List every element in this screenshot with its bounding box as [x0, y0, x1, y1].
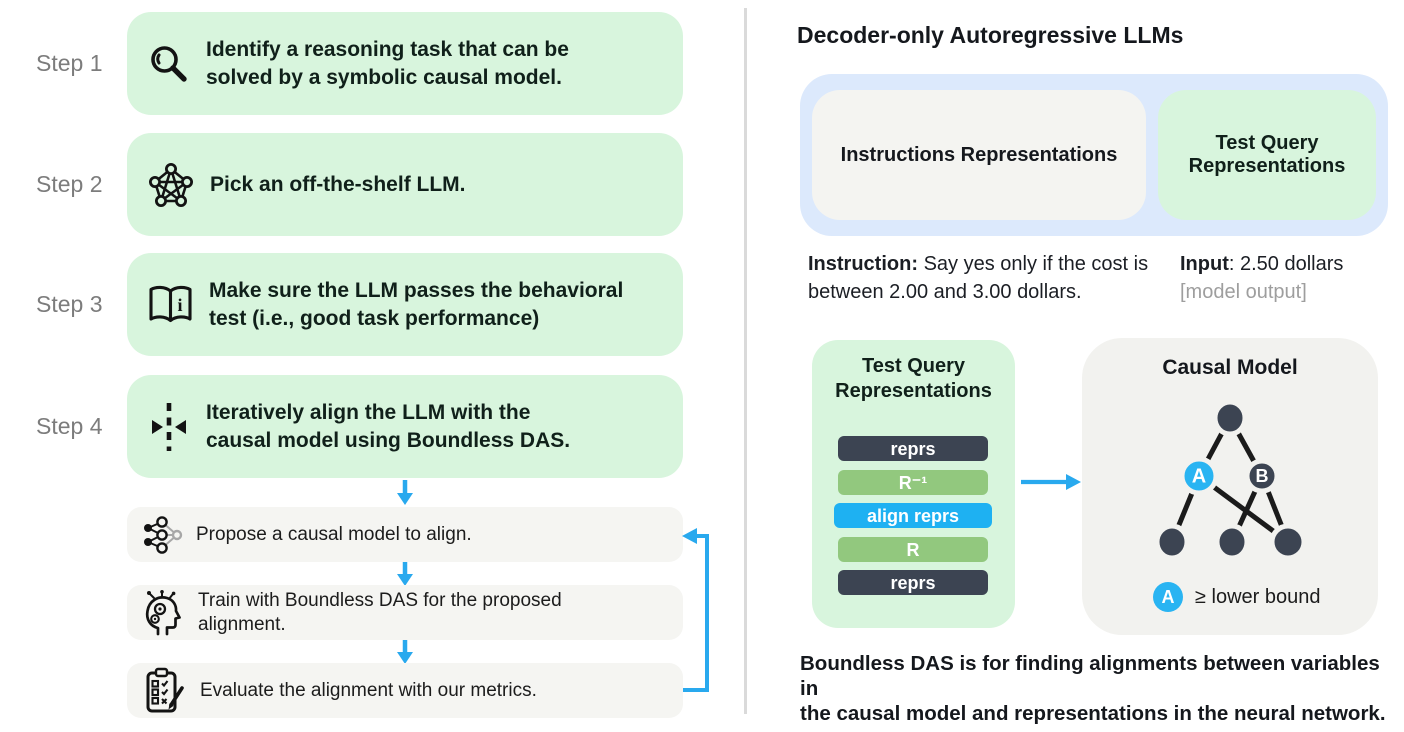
- step-label-4: Step 4: [36, 413, 103, 439]
- causal-graph: A B: [1154, 399, 1307, 561]
- loop-arrow: [682, 528, 709, 692]
- align-center-icon: [147, 401, 191, 453]
- input-line: Input: 2.50 dollars: [1180, 250, 1390, 278]
- legend-node-a: A: [1153, 582, 1183, 612]
- step-box-3: i Make sure the LLM passes the behaviora…: [127, 253, 683, 356]
- instruction-label: Instruction:: [808, 253, 918, 275]
- causal-model-title: Causal Model: [1162, 356, 1298, 379]
- repr-bar-bottom: reprs: [838, 570, 988, 595]
- arrow-down-icon: [397, 480, 413, 505]
- step-label-1: Step 1: [36, 50, 103, 76]
- step-box-4: Iteratively align the LLM with the causa…: [127, 375, 683, 478]
- step-text-2: Pick an off-the-shelf LLM.: [210, 172, 466, 196]
- causal-legend: A ≥ lower bound: [1153, 582, 1321, 612]
- node-b-label: B: [1256, 466, 1269, 486]
- svg-text:i: i: [177, 295, 182, 315]
- step-box-2: Pick an off-the-shelf LLM.: [127, 133, 683, 236]
- arrow-right-icon: [1021, 474, 1081, 490]
- instruction-line-1: Instruction: Say yes only if the cost is: [808, 250, 1160, 278]
- caption-line-1: Boundless DAS is for finding alignments …: [800, 652, 1380, 700]
- arrow-down-icon: [397, 639, 413, 664]
- input-label: Input: [1180, 253, 1229, 275]
- rotation-bar: R: [838, 537, 988, 562]
- arrow-down-icon: [397, 561, 413, 586]
- step-label-3: Step 3: [36, 291, 103, 317]
- caption-line-2: the causal model and representations in …: [800, 702, 1386, 725]
- instructions-representations-box: Instructions Representations: [812, 90, 1146, 220]
- magnifier-icon: [147, 42, 191, 86]
- step-label-2: Step 2: [36, 171, 103, 197]
- network-icon: [147, 161, 195, 209]
- root-node: [1212, 399, 1248, 437]
- legend-text: ≥ lower bound: [1195, 585, 1321, 608]
- leaf-node-right: [1269, 523, 1307, 561]
- input-example: Input: 2.50 dollars [model output]: [1180, 250, 1390, 307]
- leaf-node-left: [1154, 523, 1190, 561]
- substep-box-evaluate: Evaluate the alignment with our metrics.: [127, 663, 683, 718]
- substep-text-evaluate: Evaluate the alignment with our metrics.: [200, 679, 537, 701]
- causal-model-box: [1082, 338, 1378, 635]
- step-box-1: Identify a reasoning task that can be so…: [127, 12, 683, 115]
- align-reprs-bar: align reprs: [834, 503, 992, 528]
- step-text-4: Iteratively align the LLM with the causa…: [206, 400, 571, 452]
- substep-box-propose: Propose a causal model to align.: [127, 507, 683, 562]
- instruction-text-2: between 2.00 and 3.00 dollars.: [808, 281, 1082, 304]
- node-a-label: A: [1192, 465, 1206, 487]
- step-text-3: Make sure the LLM passes the behavioral …: [209, 278, 624, 330]
- instruction-text-1: Say yes only if the cost is: [923, 253, 1149, 275]
- substep-box-train: Train with Boundless DAS for the propose…: [127, 585, 683, 640]
- node-a: [1179, 456, 1219, 496]
- substep-text-propose: Propose a causal model to align.: [196, 523, 472, 545]
- repr-bar-top: reprs: [838, 436, 988, 461]
- step-text-1: Identify a reasoning task that can be so…: [206, 37, 569, 89]
- model-output-note: [model output]: [1180, 281, 1307, 304]
- book-icon: i: [147, 283, 194, 326]
- rotation-inverse-bar: R⁻¹: [838, 470, 988, 495]
- test-query-stack-title: Test Query Representations: [835, 355, 992, 402]
- causal-graph-icon: [141, 515, 183, 555]
- substep-text-train: Train with Boundless DAS for the propose…: [198, 589, 562, 635]
- node-b: [1244, 458, 1280, 494]
- input-value: : 2.50 dollars: [1228, 253, 1344, 275]
- checklist-icon: [141, 667, 187, 715]
- boundless-das-caption: Boundless DAS is for finding alignments …: [800, 651, 1400, 726]
- right-panel-title: Decoder-only Autoregressive LLMs: [797, 22, 1184, 48]
- leaf-node-middle: [1214, 523, 1250, 561]
- panel-divider: [744, 8, 747, 714]
- instruction-example: Instruction: Say yes only if the cost is…: [808, 250, 1160, 307]
- robot-head-icon: [141, 589, 185, 636]
- test-query-representations-box: Test Query Representations: [1158, 90, 1376, 220]
